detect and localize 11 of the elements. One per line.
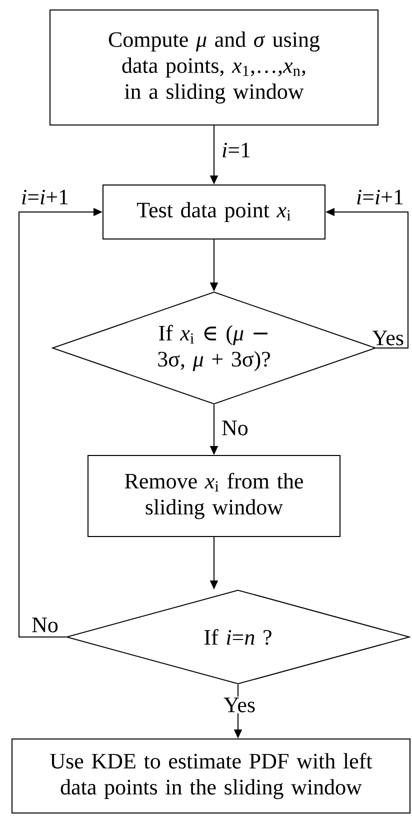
loop-label: i=i+1 (354, 188, 405, 206)
process-box: Remove x$_{i}$ from the sliding window (88, 455, 340, 537)
process-box: Use KDE to estimate PDF with left data points in the sliding window (12, 738, 410, 814)
edge-label: No (220, 420, 250, 436)
edge-label: Yes (222, 696, 256, 714)
loop-label: i=i+1 (20, 188, 70, 206)
edge-label: No (30, 616, 60, 634)
process-box: Compute μ and σ using data points, x$_{1}$,…,x$_{n}$, in a sliding window (50, 10, 378, 126)
edge-label: Yes (370, 330, 405, 346)
edge-label: i=1 (220, 142, 252, 158)
process-box: Test data point x$_{i}$ (102, 184, 326, 240)
